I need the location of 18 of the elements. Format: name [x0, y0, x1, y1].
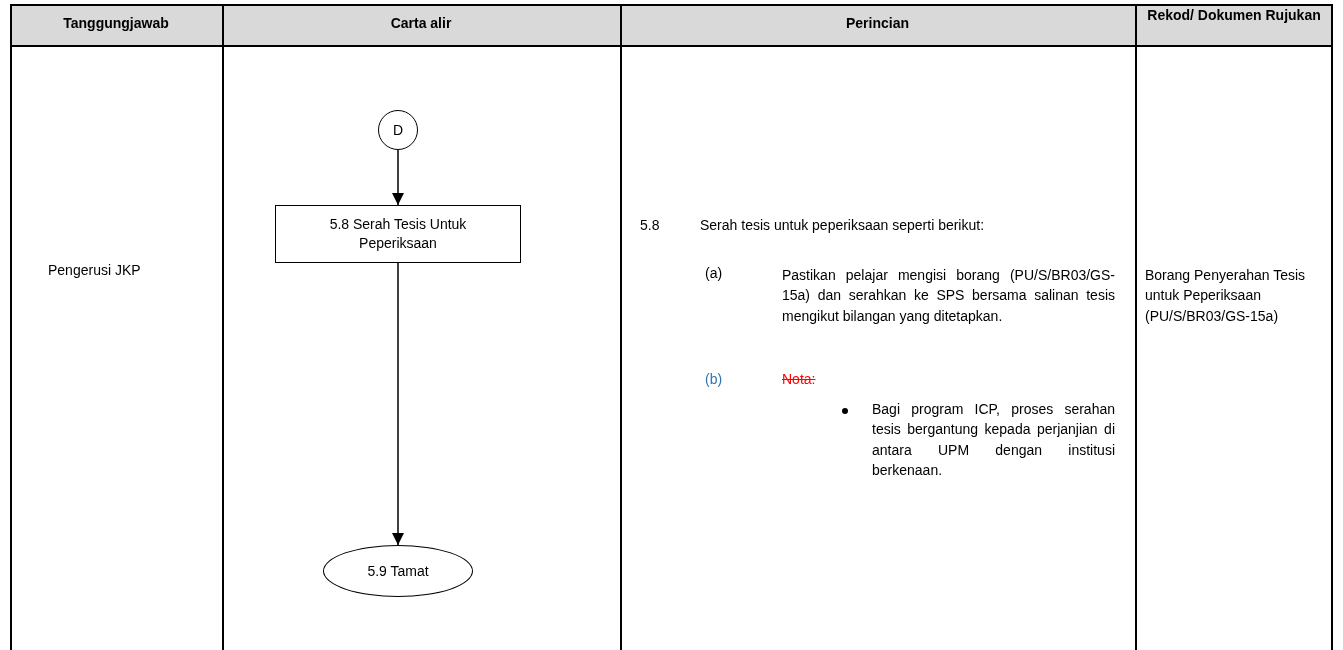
terminator-ellipse: 5.9 Tamat [323, 545, 473, 597]
note-heading: Nota: [782, 371, 817, 387]
item-marker: (a) [705, 265, 724, 281]
arrow [392, 149, 404, 206]
column-header: Carta alir [389, 15, 453, 31]
item-marker: (b) [705, 371, 724, 387]
note-text: Bagi program ICP, proses serahan tesis bergantung kepada perjanjian di antara UPM dengan institusi berkenaan. [872, 400, 1115, 480]
item-text: Pastikan pelajar mengisi borang (PU/S/BR03/GS-15a) dan serahkan ke SPS bersama salinan tesis mengikut bilangan yang ditetapkan. [782, 266, 1115, 326]
column-header: Rekod/ Dokumen Rujukan [1146, 6, 1322, 25]
role-text: Pengerusi JKP [48, 262, 142, 278]
process-box: 5.8 Serah Tesis Untuk Peperiksaan [275, 205, 521, 263]
record-text: Borang Penyerahan Tesis untuk Peperiksaan (PU/S/BR03/GS-15a) [1145, 266, 1307, 326]
step-description: Serah tesis untuk peperiksaan seperti berikut: [700, 217, 986, 233]
arrow [392, 262, 404, 546]
column-header: Tanggungjawab [62, 15, 170, 31]
step-number: 5.8 [640, 217, 661, 233]
connector-circle: D [378, 110, 418, 150]
column-header: Perincian [845, 15, 910, 31]
